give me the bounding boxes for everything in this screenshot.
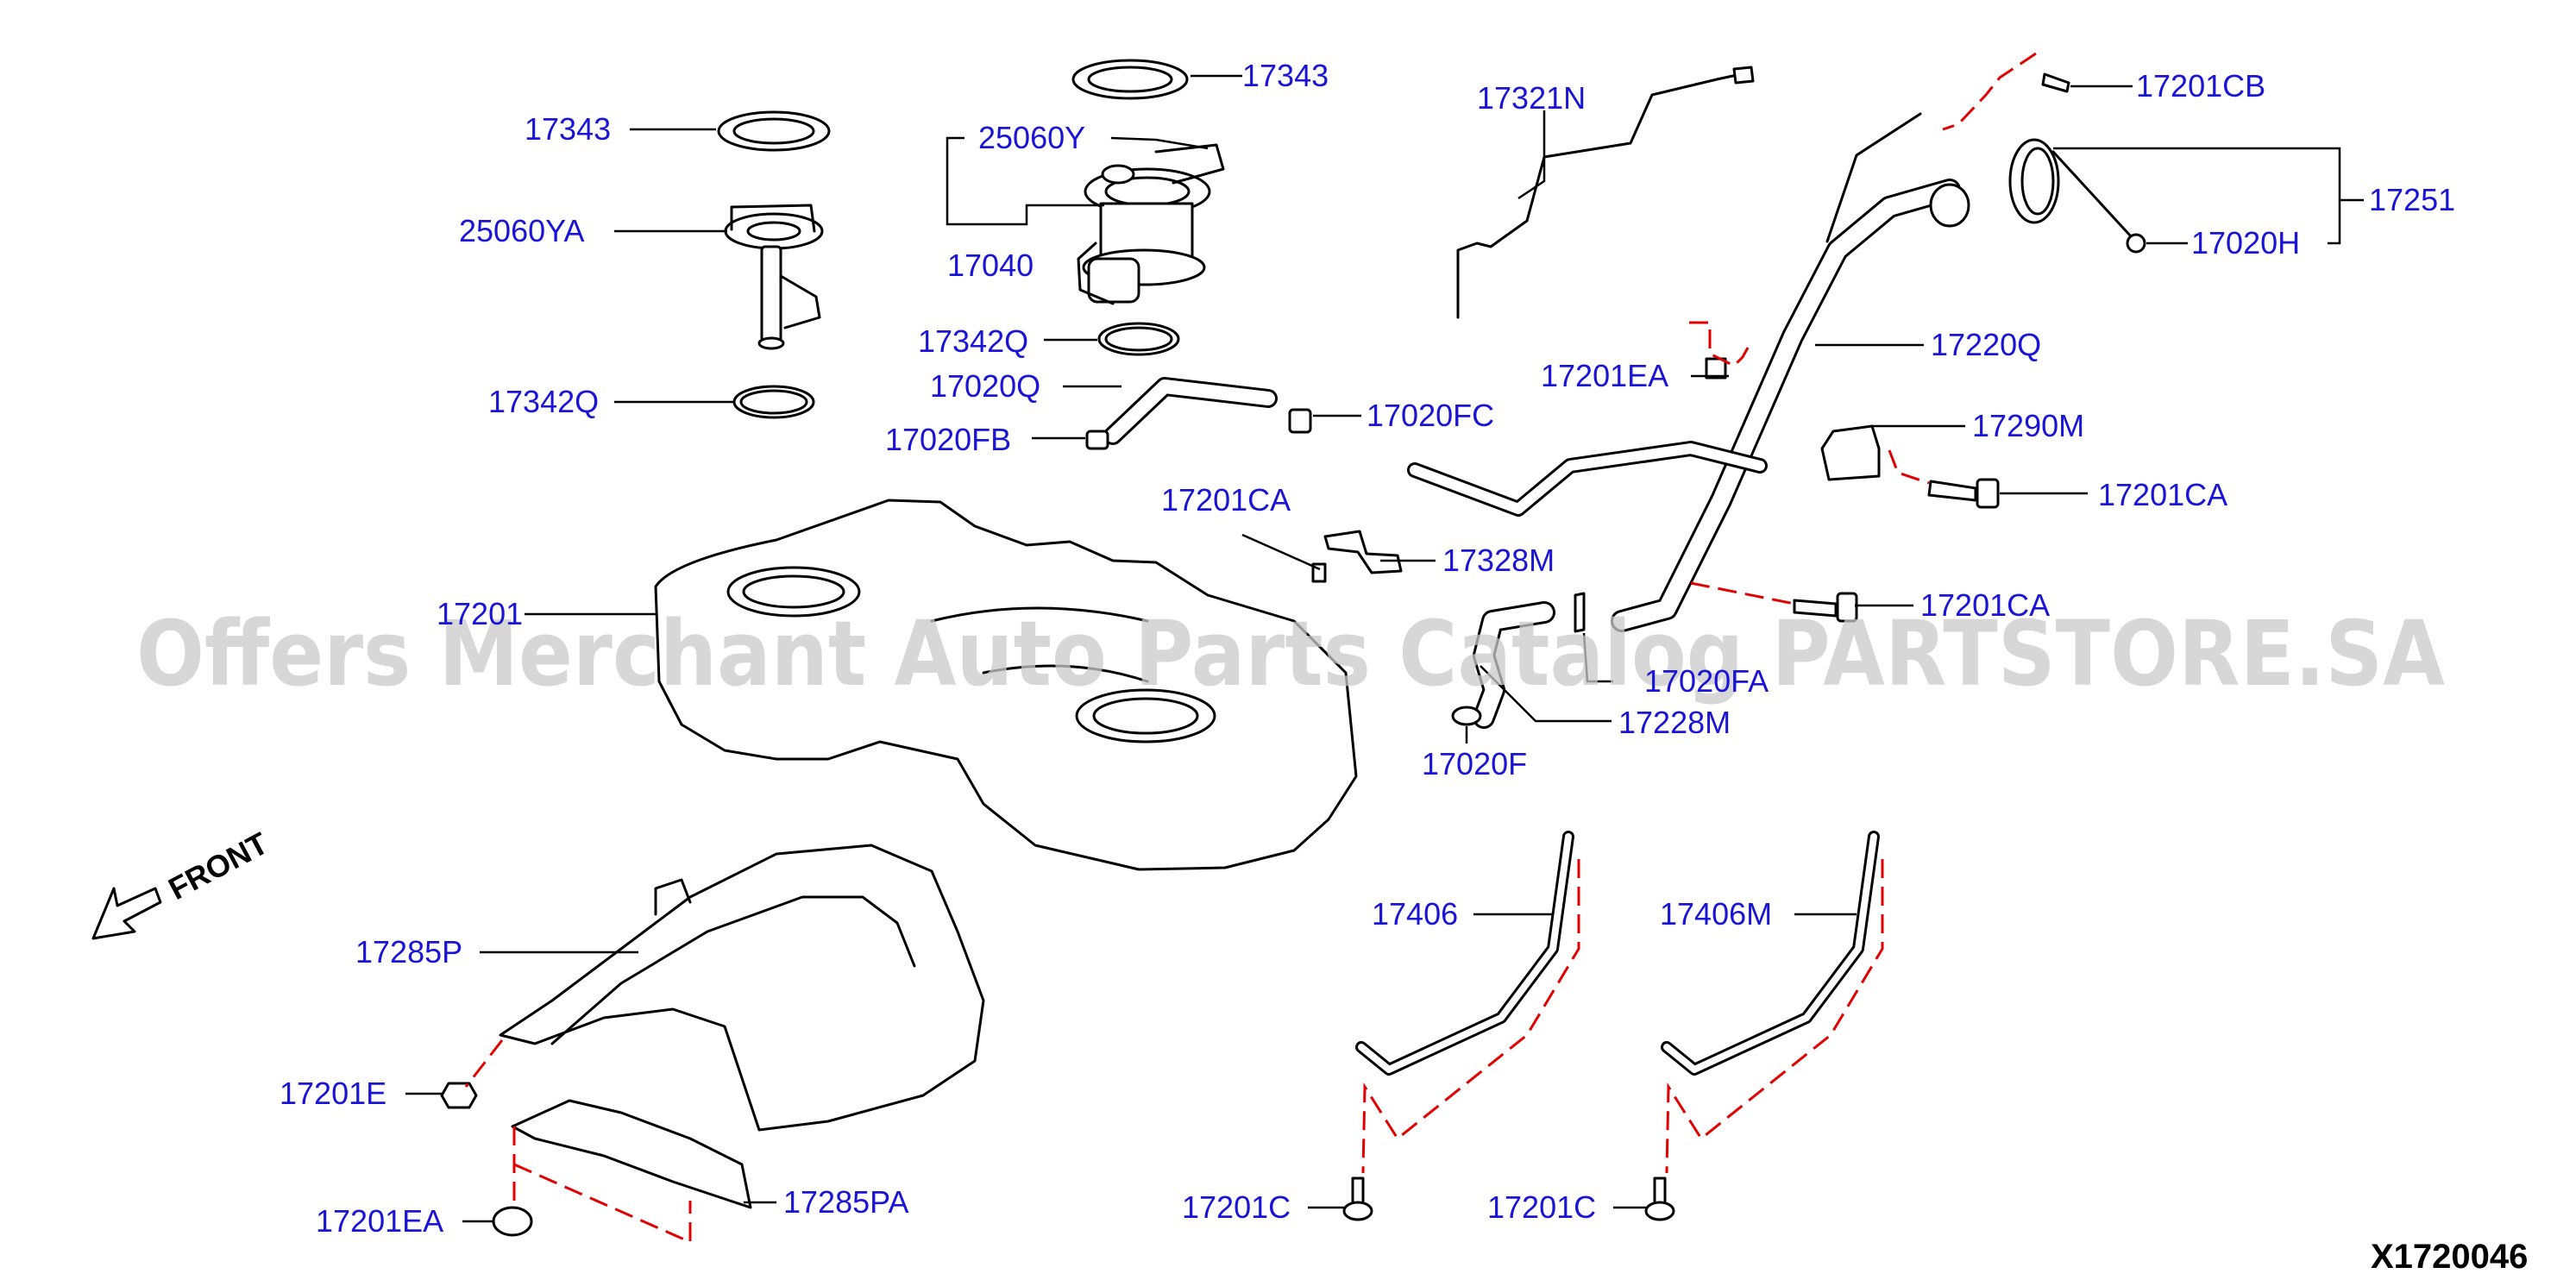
part-label-17201c-left[interactable]: 17201C xyxy=(1182,1189,1291,1225)
fuel-level-sender-25060ya[interactable] xyxy=(724,204,824,350)
filler-tube-17220q[interactable] xyxy=(1407,112,1970,632)
pipe-17321n[interactable] xyxy=(1456,66,1755,319)
nut-17201ea-bottom[interactable] xyxy=(492,1206,533,1237)
heat-shield-17285p[interactable] xyxy=(499,844,985,1132)
clip-17020fc[interactable] xyxy=(1288,408,1312,434)
bolt-17201c-right[interactable] xyxy=(1644,1176,1675,1221)
part-label-17020fb[interactable]: 17020FB xyxy=(885,422,1011,457)
front-label: FRONT xyxy=(163,825,274,907)
bolt-17201c-left[interactable] xyxy=(1342,1176,1373,1221)
tank-strap-17406m[interactable] xyxy=(1661,831,1880,1076)
clamp-17020fa[interactable] xyxy=(1574,592,1586,633)
part-label-17020fa[interactable]: 17020FA xyxy=(1644,663,1769,699)
fuel-tank-17201[interactable] xyxy=(654,499,1358,871)
part-label-17020fc[interactable]: 17020FC xyxy=(1367,398,1494,433)
part-label-17343-left[interactable]: 17343 xyxy=(525,111,611,147)
part-label-17321n[interactable]: 17321N xyxy=(1477,80,1586,116)
part-label-17342q-lower[interactable]: 17342Q xyxy=(488,384,599,419)
part-label-17285p[interactable]: 17285P xyxy=(355,934,462,969)
part-label-17020h[interactable]: 17020H xyxy=(2191,225,2300,260)
part-label-25060ya[interactable]: 25060YA xyxy=(459,213,584,248)
heat-shield-17285pa[interactable] xyxy=(511,1099,752,1209)
bolt-17201ea-top[interactable] xyxy=(1705,357,1727,380)
part-label-17201c-right[interactable]: 17201C xyxy=(1487,1189,1596,1225)
part-label-17228m[interactable]: 17228M xyxy=(1618,705,1731,740)
part-label-17251[interactable]: 17251 xyxy=(2369,182,2455,217)
leader-lines xyxy=(405,74,2364,1223)
part-label-17328m[interactable]: 17328M xyxy=(1442,543,1555,578)
part-label-17040[interactable]: 17040 xyxy=(947,248,1034,283)
part-label-17020q[interactable]: 17020Q xyxy=(930,368,1040,404)
front-arrow xyxy=(91,887,162,940)
bracket-17328m[interactable] xyxy=(1323,530,1403,574)
part-label-17201ca-right[interactable]: 17201CA xyxy=(2098,477,2227,512)
tank-strap-17406[interactable] xyxy=(1355,831,1574,1076)
part-label-17406m[interactable]: 17406M xyxy=(1660,896,1772,932)
part-label-17201cb[interactable]: 17201CB xyxy=(2136,68,2265,104)
part-label-17201ea-top[interactable]: 17201EA xyxy=(1541,358,1668,393)
part-label-17201ca-left[interactable]: 17201CA xyxy=(1161,482,1291,518)
bracket-17290m[interactable] xyxy=(1820,424,1881,481)
part-label-17020f[interactable]: 17020F xyxy=(1422,746,1527,781)
o-ring-17342q-mid[interactable] xyxy=(1097,322,1180,356)
clamp-17020f[interactable] xyxy=(1451,706,1482,726)
o-ring-17342q-lower[interactable] xyxy=(732,385,815,419)
seal-ring-17343-right[interactable] xyxy=(1071,59,1189,100)
fuel-pump-assembly-17040[interactable] xyxy=(1077,143,1225,305)
nut-17201e[interactable] xyxy=(440,1082,478,1109)
part-label-17201ea-bottom[interactable]: 17201EA xyxy=(316,1203,443,1239)
watermark-text: Offers Merchant Auto Parts Catalog PARTS… xyxy=(136,601,2445,706)
bolt-17201ca-mid[interactable] xyxy=(1793,592,1858,623)
part-labels: 17343 25060YA 17342Q 17343 25060Y 17040 … xyxy=(280,58,2455,1239)
hose-17228m[interactable] xyxy=(1473,601,1555,729)
filler-cap-17251[interactable] xyxy=(2008,138,2146,254)
diagram-code: X1720046 xyxy=(2371,1238,2528,1276)
bolt-17201cb[interactable] xyxy=(2041,72,2070,93)
part-label-17201[interactable]: 17201 xyxy=(437,596,523,631)
assembly-lines xyxy=(464,52,2037,1245)
part-label-17201ca-mid[interactable]: 17201CA xyxy=(1920,587,2050,623)
part-label-17285pa[interactable]: 17285PA xyxy=(783,1184,908,1220)
part-label-17290m[interactable]: 17290M xyxy=(1972,408,2084,443)
part-label-17201e[interactable]: 17201E xyxy=(280,1076,386,1111)
part-label-17342q-mid[interactable]: 17342Q xyxy=(918,323,1028,359)
part-label-25060y[interactable]: 25060Y xyxy=(978,120,1085,155)
seal-ring-17343-left[interactable] xyxy=(717,110,831,152)
part-label-17220q[interactable]: 17220Q xyxy=(1931,327,2041,362)
part-label-17406[interactable]: 17406 xyxy=(1372,896,1458,932)
bolt-17201ca-right[interactable] xyxy=(1927,478,2000,509)
hose-17020q[interactable] xyxy=(1103,377,1278,445)
part-label-17343-right[interactable]: 17343 xyxy=(1242,58,1329,93)
clip-17020fb[interactable] xyxy=(1085,430,1109,450)
